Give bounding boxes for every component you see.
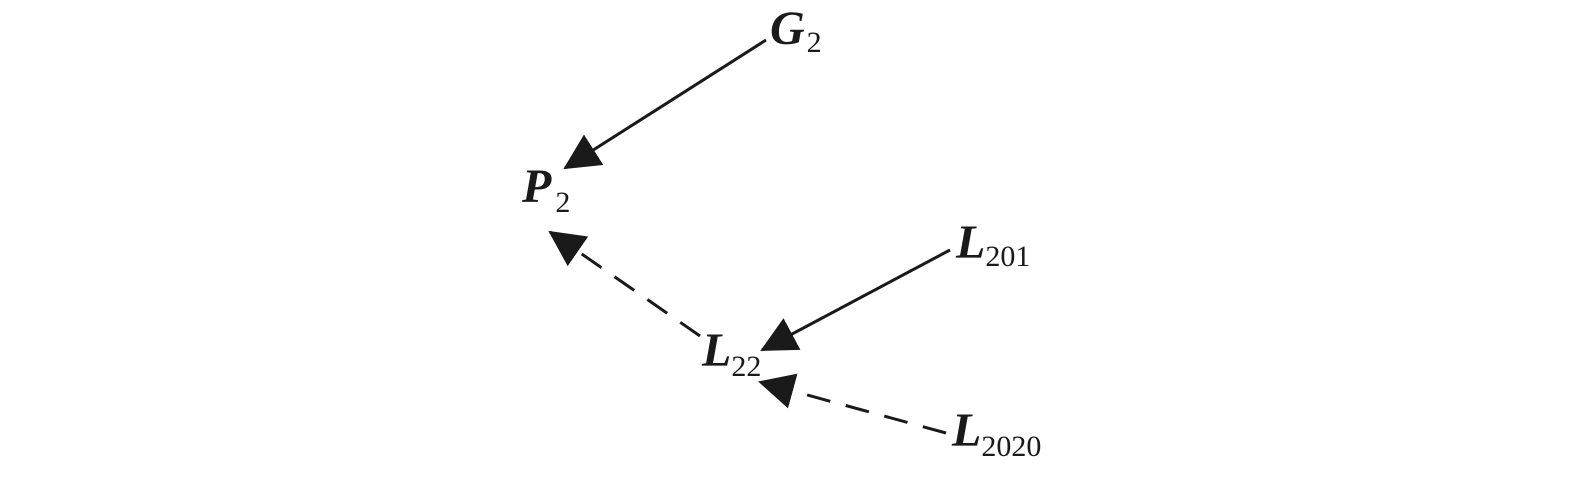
edge-g2-to-p2 xyxy=(563,38,767,170)
node-l22-letter: L xyxy=(701,324,731,377)
node-p2-subscript: 2 xyxy=(555,186,570,219)
node-g2-subscript: 2 xyxy=(807,26,822,59)
node-l201-letter: L xyxy=(955,216,985,269)
node-l22-subscript: 22 xyxy=(731,350,761,383)
node-p2-letter: P xyxy=(521,160,552,213)
node-l2020-letter: L xyxy=(951,404,981,457)
node-g2: G2 xyxy=(770,2,822,59)
node-l22: L22 xyxy=(701,324,761,383)
node-g2-letter: G xyxy=(770,2,805,55)
node-l201: L201 xyxy=(955,216,1030,273)
edge-l201-to-l22 xyxy=(760,248,951,352)
node-l201-subscript: 201 xyxy=(985,240,1030,273)
edge-l2020-to-l22 xyxy=(758,373,947,435)
node-l2020: L2020 xyxy=(951,404,1041,463)
node-l2020-subscript: 2020 xyxy=(981,430,1041,463)
edges xyxy=(548,38,951,435)
edge-l22-to-p2 xyxy=(548,230,701,338)
